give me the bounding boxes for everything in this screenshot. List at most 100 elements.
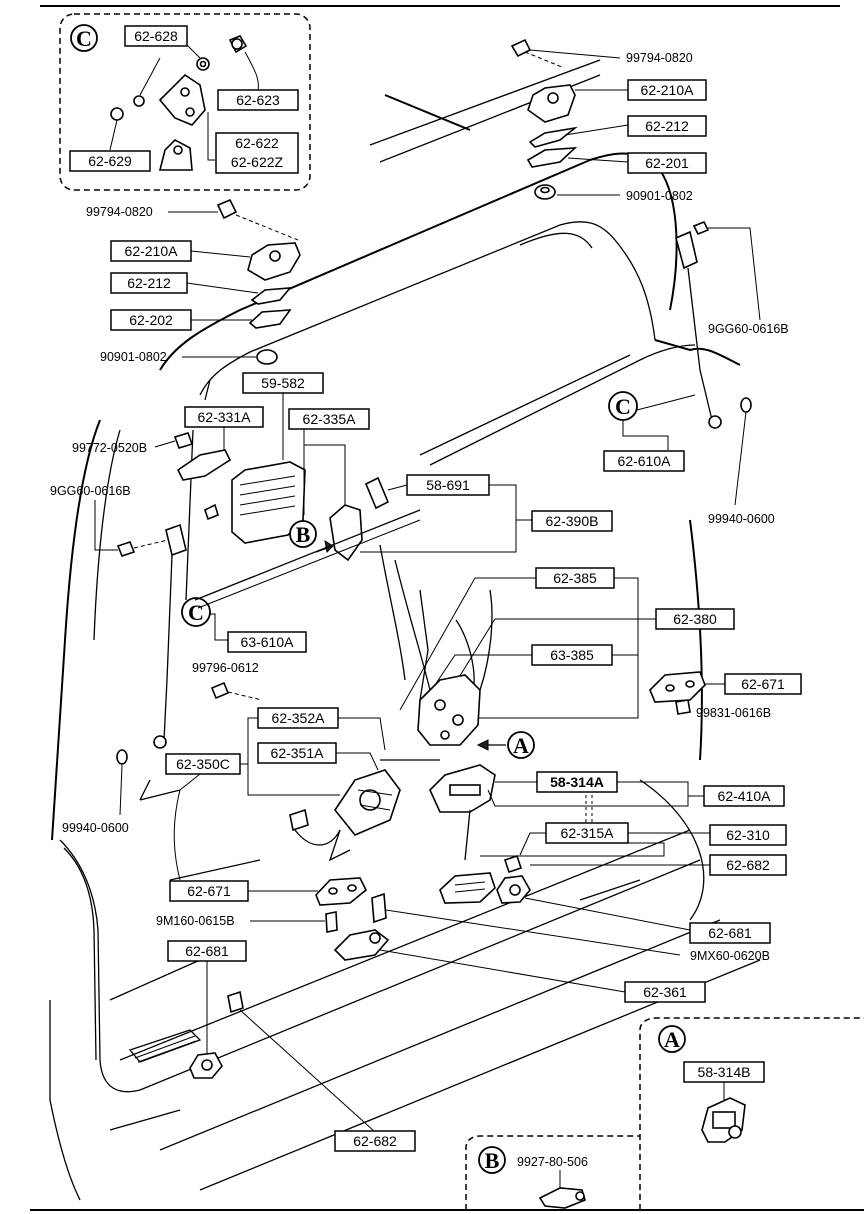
label-9927: 9927-80-506: [517, 1155, 588, 1169]
label-62-335a: 62-335A: [303, 411, 357, 427]
label-62-628-box: [124, 25, 188, 47]
label-9mx60: 9MX60-0620B: [690, 949, 770, 963]
label-62-682-right: 62-682: [726, 857, 770, 873]
bolt-9m160: [325, 911, 338, 933]
bolt-99794-left: [216, 198, 238, 220]
label-62-331a: 62-331A: [198, 409, 252, 425]
label-99940-left: 99940-0600: [62, 821, 129, 835]
label-62-681-right: 62-681: [708, 925, 752, 941]
label-99831: 99831-0616B: [696, 706, 771, 720]
label-62-385: 62-385: [553, 570, 597, 586]
right-gas-strut: 9GG60-0616B 99940-0600 C 62-610A: [603, 220, 789, 526]
label-63-610a: 63-610A: [241, 634, 295, 650]
lower-striker-area: 62-671 9M160-0615B 9MX60-0620B 62-361 62…: [156, 877, 770, 1152]
bolt-99796: [210, 681, 230, 700]
inset-a-circle: [658, 1025, 686, 1053]
callout-b-letter: B: [296, 522, 311, 547]
label-62-622z: 62-622Z: [231, 154, 284, 170]
inset-c-circle: [70, 24, 98, 52]
label-62-210a-top: 62-210A: [641, 82, 695, 98]
vehicle-body-outline: [49, 59, 761, 1201]
label-9gg60-left: 9GG60-0616B: [50, 484, 131, 498]
label-62-681-left: 62-681: [185, 943, 229, 959]
label-62-201: 62-201: [645, 155, 689, 171]
callout-c-right-letter: C: [615, 394, 631, 419]
label-62-623: 62-623: [236, 92, 280, 108]
label-59-582: 59-582: [261, 375, 305, 391]
label-99796: 99796-0612: [192, 661, 259, 675]
inset-a: A 58-314B: [639, 1017, 864, 1210]
label-62-212-top: 62-212: [645, 118, 689, 134]
label-99794-left: 99794-0820: [86, 205, 153, 219]
callout-a: [507, 731, 535, 759]
inset-b: B 9927-80-506: [465, 1135, 640, 1210]
label-62-671-right: 62-671: [741, 676, 785, 692]
inset-b-circle: [478, 1146, 506, 1174]
shim-62-212-left: [250, 287, 292, 305]
label-62-350c: 62-350C: [176, 756, 230, 772]
callout-b: [289, 520, 317, 548]
label-9gg60-right: 9GG60-0616B: [708, 322, 789, 336]
label-62-352a: 62-352A: [272, 710, 326, 726]
switch-58-691: [364, 476, 390, 510]
clip-62-629: [110, 107, 124, 121]
label-58-314a: 58-314A: [550, 774, 604, 790]
inset-b-letter: B: [485, 1148, 500, 1173]
label-62-622: 62-622: [235, 135, 279, 151]
wiper-motor-area: 59-582 62-331A 62-335A B 58-691 62-390B: [176, 372, 613, 609]
nut-99940-left: [116, 749, 128, 765]
plate-62-202: [248, 309, 292, 329]
callout-c-left: [181, 597, 211, 627]
motor-59-582: [231, 461, 306, 544]
label-9m160: 9M160-0615B: [156, 914, 235, 928]
label-62-629: 62-629: [88, 153, 132, 169]
strut-end: [158, 139, 193, 171]
label-58-691: 58-691: [426, 477, 470, 493]
bolt-9gg60-right: [692, 220, 710, 236]
label-62-315a: 62-315A: [561, 825, 615, 841]
inset-a-letter: A: [664, 1027, 680, 1052]
label-62-410a: 62-410A: [718, 788, 772, 804]
label-90901-left: 90901-0802: [100, 350, 167, 364]
inset-c: C 62-628 62-623 62-622 62-622Z 62-629: [59, 13, 311, 191]
bracket-62-331a: [176, 449, 232, 481]
label-99772: 99772-0520B: [72, 441, 147, 455]
latch-rods-area: 62-385 62-380 63-385 A: [379, 544, 735, 759]
plate-62-201: [526, 147, 578, 168]
callout-a-letter: A: [513, 733, 529, 758]
label-62-682-bottom: 62-682: [353, 1133, 397, 1149]
label-58-314b: 58-314B: [698, 1064, 751, 1080]
bracket-62-622: [158, 73, 206, 126]
label-62-390b: 62-390B: [546, 513, 599, 529]
label-63-385: 63-385: [550, 647, 594, 663]
right-brackets: 62-671 99831-0616B 62-315A 62-310 62-682…: [439, 671, 802, 944]
nut-90901-left: [256, 349, 278, 365]
latch-62-335a: [329, 504, 363, 562]
inset-c-frame: [59, 13, 311, 191]
lock-assembly: [417, 674, 481, 746]
left-hinge-stack: 99794-0820 62-210A 62-212 62-202 90901-0…: [86, 198, 301, 365]
label-62-212-left: 62-212: [127, 275, 171, 291]
nut-99940-right: [740, 397, 752, 413]
right-hinge-stack: 99794-0820 62-210A 62-212 62-201 90901-0…: [510, 38, 707, 203]
label-62-202: 62-202: [129, 312, 173, 328]
cover-62-315a: [439, 872, 496, 904]
callout-c-left-letter: C: [188, 600, 204, 625]
label-90901-top: 90901-0802: [626, 189, 693, 203]
bolt-9gg60-left: [116, 541, 136, 557]
bolt-62-682-bottom: [227, 990, 244, 1014]
label-62-628: 62-628: [134, 28, 178, 44]
label-62-671-left: 62-671: [187, 883, 231, 899]
left-gas-strut: 99772-0520B 9GG60-0616B C 63-610A 99940-…: [50, 429, 307, 835]
label-62-610a: 62-610A: [618, 453, 672, 469]
striker-62-671-left: [315, 877, 368, 906]
washer: [133, 95, 145, 107]
handle-area: 99796-0612 62-352A 62-351A 62-350C 58-31…: [165, 661, 785, 881]
clip-9927: [538, 1187, 586, 1209]
bolt-62-682: [503, 854, 523, 874]
label-62-210a-left: 62-210A: [125, 243, 179, 259]
label-62-351a: 62-351A: [271, 745, 325, 761]
inset-c-letter: C: [76, 26, 92, 51]
